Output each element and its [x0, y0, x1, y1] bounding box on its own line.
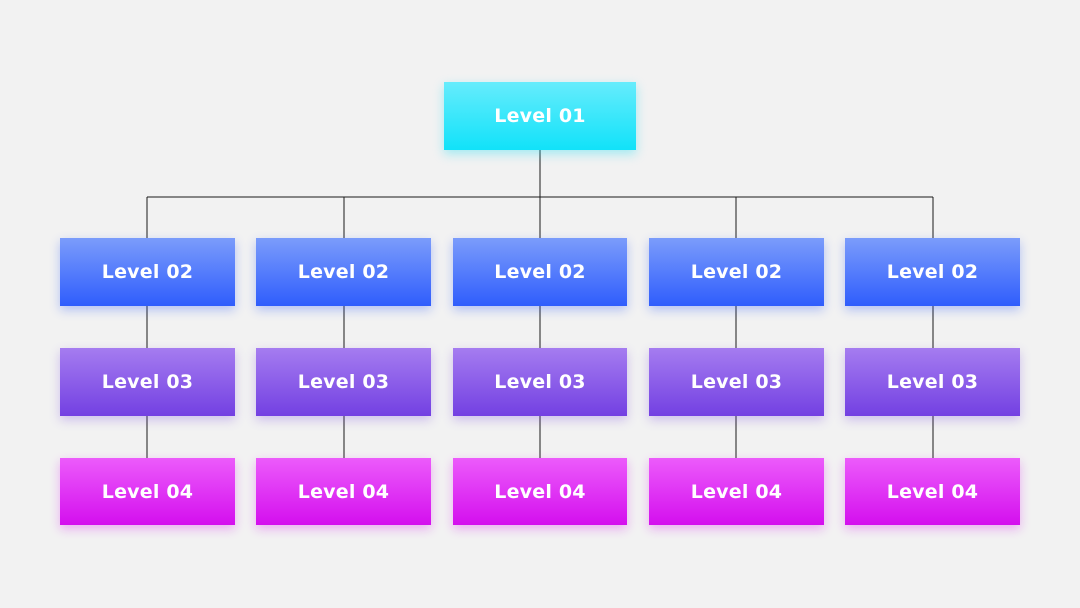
- level-03-label: Level 03: [494, 371, 586, 393]
- level-02-label: Level 02: [690, 261, 783, 283]
- level-02-node-1: Level 02: [60, 238, 235, 306]
- level-03-node-2: Level 03: [256, 348, 431, 416]
- level-03-node-4: Level 03: [649, 348, 824, 416]
- level-04-label: Level 04: [101, 480, 194, 503]
- level-01-label: Level 01: [494, 105, 586, 127]
- level-02-node-4: Level 02: [649, 238, 824, 306]
- level-03-label: Level 03: [101, 371, 194, 393]
- level-03-label: Level 03: [297, 371, 390, 393]
- level-03-label: Level 03: [886, 371, 979, 393]
- level-02-node-3: Level 02: [453, 238, 627, 306]
- level-03-node-1: Level 03: [60, 348, 235, 416]
- level-02-label: Level 02: [494, 261, 586, 283]
- level-04-label: Level 04: [297, 480, 390, 503]
- level-04-node-3: Level 04: [453, 458, 627, 525]
- level-03-node-3: Level 03: [453, 348, 627, 416]
- level-02-label: Level 02: [297, 261, 390, 283]
- level-04-node-4: Level 04: [649, 458, 824, 525]
- level-04-node-2: Level 04: [256, 458, 431, 525]
- level-04-label: Level 04: [886, 480, 979, 503]
- level-04-label: Level 04: [494, 480, 586, 503]
- level-04-label: Level 04: [690, 480, 783, 503]
- level-02-node-5: Level 02: [845, 238, 1020, 306]
- level-03-node-5: Level 03: [845, 348, 1020, 416]
- level-03-label: Level 03: [690, 371, 783, 393]
- level-04-node-1: Level 04: [60, 458, 235, 525]
- level-02-label: Level 02: [101, 261, 194, 283]
- level-02-label: Level 02: [886, 261, 979, 283]
- level-01-node: Level 01: [444, 82, 636, 150]
- level-02-node-2: Level 02: [256, 238, 431, 306]
- level-04-node-5: Level 04: [845, 458, 1020, 525]
